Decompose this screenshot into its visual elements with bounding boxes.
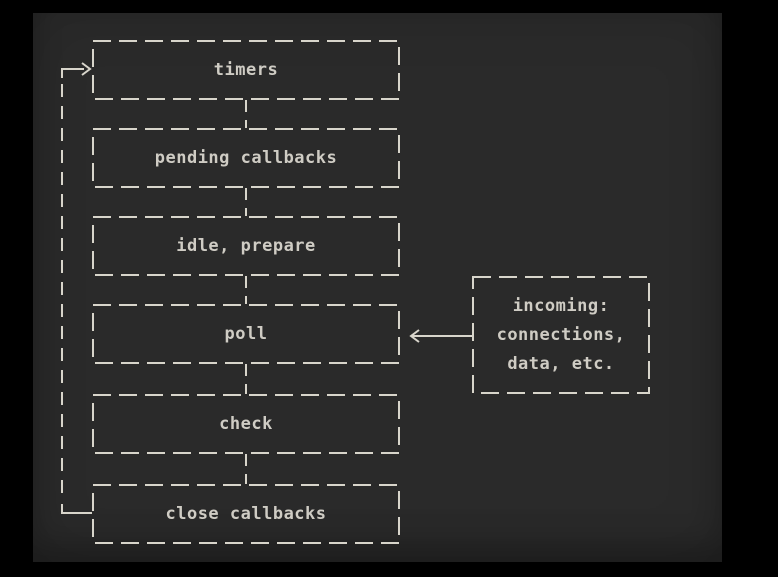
phase-label-poll: poll <box>224 324 268 344</box>
phase-label-idle-prepare: idle, prepare <box>176 236 316 256</box>
phase-label-close-callbacks: close callbacks <box>165 504 327 524</box>
incoming-arrowhead-icon <box>409 329 420 343</box>
incoming-line-2: connections, <box>496 324 626 345</box>
phase-label-pending-callbacks: pending callbacks <box>154 148 338 168</box>
phase-label-timers: timers <box>213 60 279 80</box>
loop-bottom-elbow <box>61 504 92 514</box>
slide-panel <box>33 13 722 562</box>
phase-label-check: check <box>219 414 273 434</box>
incoming-line-3: data, etc. <box>507 353 615 374</box>
incoming-box-label: incoming: connections, data, etc. <box>473 277 649 393</box>
loop-top-elbow <box>61 68 84 78</box>
incoming-line-1: incoming: <box>512 295 610 316</box>
loop-arrowhead-icon <box>81 62 92 76</box>
